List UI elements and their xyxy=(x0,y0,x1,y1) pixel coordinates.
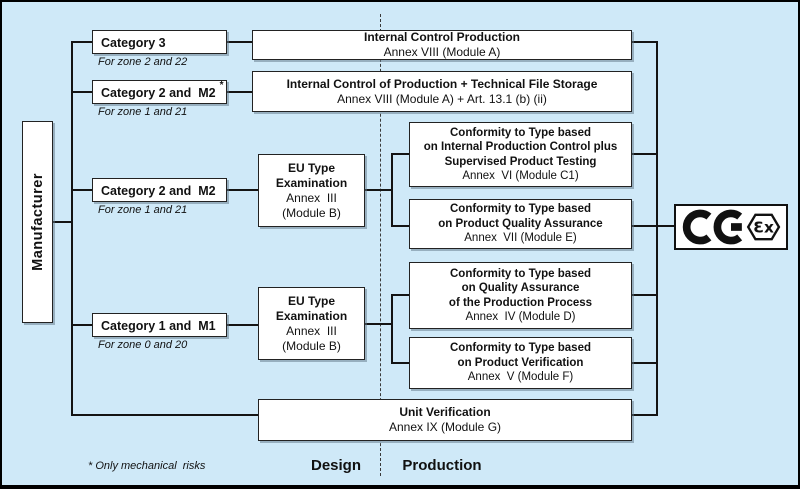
box-annex: (Module B) xyxy=(282,205,341,220)
box-title: Internal Control of Production + Technic… xyxy=(286,76,598,91)
connector-cat3-modulea xyxy=(226,41,253,43)
split-lower xyxy=(391,294,393,364)
connector-c1-collector xyxy=(631,153,657,155)
ce-letter-e xyxy=(713,209,743,245)
connector-cat1m1-eutype2 xyxy=(226,324,258,326)
connector-unitverif-collector xyxy=(631,414,657,416)
box-annex: Annex VIII (Module A) + Art. 13.1 (b) (i… xyxy=(337,91,547,106)
connector-manufacturer-trunk xyxy=(53,221,72,223)
module-e-box: Conformity to Type based on Product Qual… xyxy=(409,199,632,249)
category-2-m2-star-label: Category 2 and M2* xyxy=(101,80,224,101)
module-d-box: Conformity to Type based on Quality Assu… xyxy=(409,262,632,329)
connector-trunk-cat3 xyxy=(72,41,93,43)
connector-e-ce xyxy=(631,225,674,227)
asterisk-mark: * xyxy=(219,80,224,92)
ce-letter-c xyxy=(682,209,712,245)
connector-d-collector xyxy=(631,294,657,296)
box-title: Examination xyxy=(275,308,348,323)
eu-type-examination-box-1: EU Type Examination Annex III (Module B) xyxy=(258,154,365,227)
connector-cat2m2s-modulea2 xyxy=(226,91,253,93)
box-annex: Annex VI (Module C1) xyxy=(462,170,579,182)
ex-symbol: Ɛx xyxy=(753,218,774,236)
connector-trunk-cat2m2 xyxy=(72,189,93,191)
box-annex: Annex III xyxy=(286,323,337,338)
box-annex: (Module B) xyxy=(282,338,341,353)
manufacturer-label: Manufacturer xyxy=(29,173,46,271)
connector-eutype2-split xyxy=(364,323,393,325)
box-annex: Annex III xyxy=(286,190,337,205)
connector-right-collector xyxy=(656,41,658,416)
category-2-m2-note: For zone 1 and 21 xyxy=(98,204,188,216)
eu-type-examination-box-2: EU Type Examination Annex III (Module B) xyxy=(258,287,365,360)
ce-logo: Ɛx xyxy=(682,209,781,245)
category-1-m1-label: Category 1 and M1 xyxy=(101,319,216,334)
box-annex: Annex IX (Module G) xyxy=(388,420,502,434)
unit-verification-box: Unit Verification Annex IX (Module G) xyxy=(258,399,632,441)
connector-split-d xyxy=(391,294,409,296)
box-title: Conformity to Type based xyxy=(450,267,591,280)
internal-control-production-box: Internal Control Production Annex VIII (… xyxy=(252,30,632,60)
split-upper xyxy=(391,153,393,227)
ce-ex-mark-box: Ɛx xyxy=(674,204,788,250)
box-title: of the Production Process xyxy=(448,296,593,309)
connector-trunk-cat2m2s xyxy=(72,91,93,93)
internal-control-tfs-box: Internal Control of Production + Technic… xyxy=(252,71,632,112)
box-title: Internal Control Production xyxy=(364,30,520,44)
ex-hexagon-icon xyxy=(746,213,781,241)
design-phase-label: Design xyxy=(310,457,361,474)
category-2-m2-label: Category 2 and M2 xyxy=(101,184,216,199)
production-phase-label: Production xyxy=(402,457,482,474)
box-annex: Annex VIII (Module A) xyxy=(383,45,501,59)
category-2-m2-star-box: Category 2 and M2* xyxy=(92,80,227,104)
connector-f-collector xyxy=(631,362,657,364)
footnote-mechanical-risks: * Only mechanical risks xyxy=(88,460,206,472)
module-c1-box: Conformity to Type based on Internal Pro… xyxy=(409,122,632,187)
box-title: EU Type xyxy=(287,160,336,175)
box-annex: Annex V (Module F) xyxy=(467,371,574,384)
box-title: Conformity to Type based xyxy=(450,126,591,139)
box-annex: Annex VII (Module E) xyxy=(464,232,577,245)
category-1-m1-note: For zone 0 and 20 xyxy=(98,339,188,351)
box-title: Supervised Product Testing xyxy=(444,155,597,168)
design-production-divider xyxy=(380,14,381,476)
connector-left-trunk xyxy=(71,41,73,416)
box-title: Unit Verification xyxy=(399,405,491,419)
connector-modulea-collector xyxy=(631,41,657,43)
box-title: Conformity to Type based xyxy=(450,203,591,216)
box-title: on Product Quality Assurance xyxy=(438,217,603,230)
box-title: on Product Verification xyxy=(457,356,584,369)
module-f-box: Conformity to Type based on Product Veri… xyxy=(409,337,632,389)
box-title: EU Type xyxy=(287,293,336,308)
connector-trunk-unitverif xyxy=(72,414,258,416)
category-2-m2-box: Category 2 and M2 xyxy=(92,178,227,202)
category-3-box: Category 3 xyxy=(92,30,227,54)
connector-cat2m2-eutype1 xyxy=(226,189,258,191)
connector-split-f xyxy=(391,362,409,364)
category-2-m2-star-note: For zone 1 and 21 xyxy=(98,106,188,118)
connector-split-e xyxy=(391,225,409,227)
connector-eutype1-split xyxy=(364,189,393,191)
connector-split-c1 xyxy=(391,153,409,155)
box-title: on Internal Production Control plus xyxy=(423,141,618,153)
category-3-label: Category 3 xyxy=(101,36,166,51)
box-title: Examination xyxy=(275,175,348,190)
box-title: Conformity to Type based xyxy=(450,342,591,355)
category-3-note: For zone 2 and 22 xyxy=(98,56,188,68)
manufacturer-box: Manufacturer xyxy=(22,121,53,323)
connector-trunk-cat1m1 xyxy=(72,324,93,326)
box-annex: Annex IV (Module D) xyxy=(465,311,576,323)
box-title: on Quality Assurance xyxy=(461,282,580,294)
category-1-m1-box: Category 1 and M1 xyxy=(92,313,227,337)
